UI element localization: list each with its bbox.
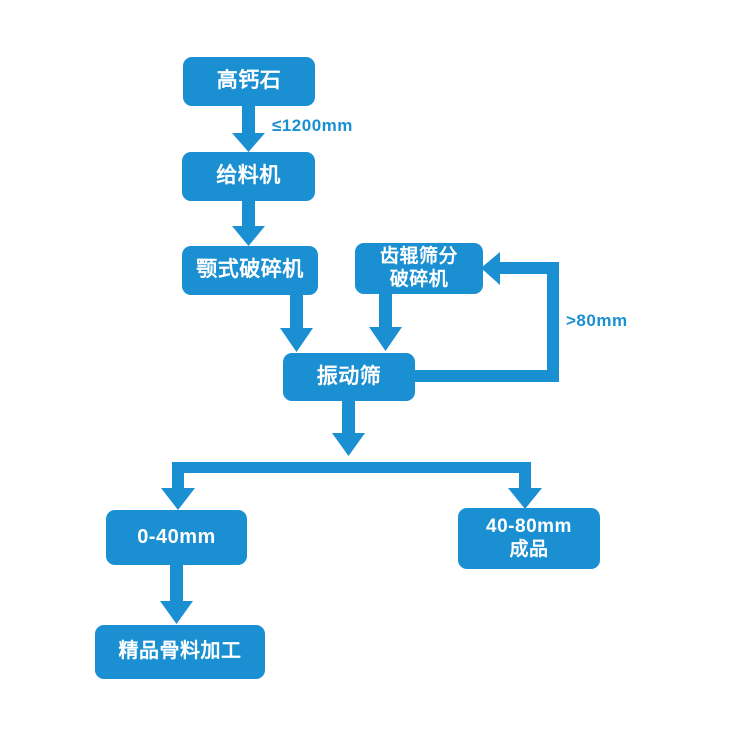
node-size-0-40mm-label: 0-40mm xyxy=(137,525,216,548)
connector-split-bar xyxy=(172,462,530,473)
node-limestone-label: 高钙石 xyxy=(216,69,282,93)
edge-label-oversize: >80mm xyxy=(566,311,628,330)
connector-split-to-size-small xyxy=(161,462,195,510)
connector-jaw-to-screen xyxy=(280,295,313,352)
connector-size-small-to-final xyxy=(160,565,193,624)
connector-split-to-size-large xyxy=(508,462,542,509)
node-jaw-crusher-label: 颚式破碎机 xyxy=(196,258,304,282)
node-toothed-roller-crusher-label: 齿辊筛分 破碎机 xyxy=(379,246,458,290)
node-fine-aggregate-processing-label: 精品骨料加工 xyxy=(118,640,242,663)
node-toothed-roller-crusher[interactable]: 齿辊筛分 破碎机 xyxy=(355,243,483,294)
connector-screen-to-split xyxy=(332,401,365,456)
node-fine-aggregate-processing[interactable]: 精品骨料加工 xyxy=(95,625,265,679)
node-jaw-crusher[interactable]: 颚式破碎机 xyxy=(182,246,318,295)
node-size-0-40mm[interactable]: 0-40mm xyxy=(106,510,247,565)
node-vibrating-screen[interactable]: 振动筛 xyxy=(283,353,415,401)
connector-limestone-to-feeder xyxy=(232,106,265,152)
edge-label-feed-size: ≤1200mm xyxy=(272,116,353,135)
node-limestone[interactable]: 高钙石 xyxy=(183,57,315,106)
connector-feeder-to-jaw xyxy=(232,201,265,246)
connector-roller-to-screen xyxy=(369,294,402,351)
node-size-40-80mm-product[interactable]: 40-80mm 成品 xyxy=(458,508,600,569)
node-feeder-label: 给料机 xyxy=(216,164,281,188)
node-feeder[interactable]: 给料机 xyxy=(182,152,315,201)
node-size-40-80mm-product-label: 40-80mm 成品 xyxy=(486,516,572,560)
node-vibrating-screen-label: 振动筛 xyxy=(316,364,382,388)
connector-screen-to-roller-feedback xyxy=(415,252,559,382)
